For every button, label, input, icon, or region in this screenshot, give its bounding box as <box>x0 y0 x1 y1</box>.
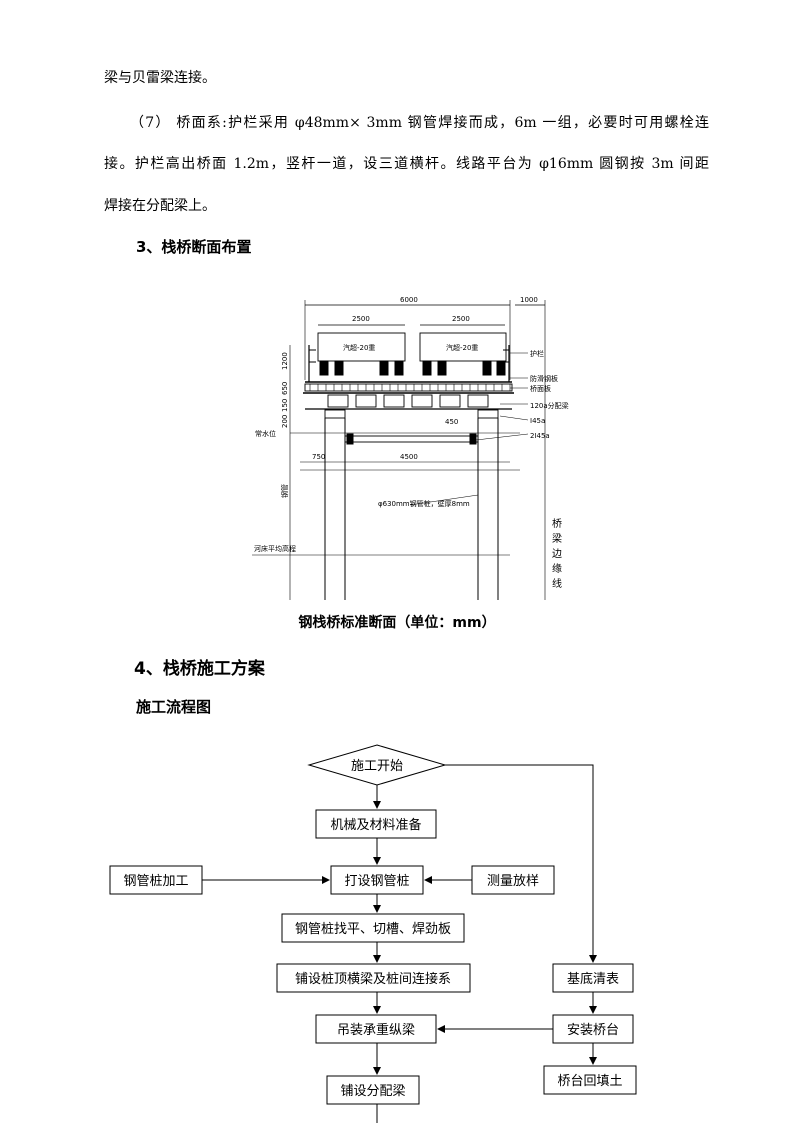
flow-survey-label: 测量放样 <box>487 874 539 889</box>
beam-245-label: 2I45a <box>530 432 550 440</box>
section-4-heading: 4、栈桥施工方案 <box>134 659 265 679</box>
dim-lane-right: 2500 <box>452 315 470 323</box>
flow-dist-beam-box <box>326 1075 420 1105</box>
flow-prepare-box <box>315 809 437 839</box>
dim-bottom-left: 750 <box>312 453 325 461</box>
flow-abutment-label: 安装桥台 <box>567 1023 619 1038</box>
flow-prepare-label: 机械及材料准备 <box>330 817 421 833</box>
body-line-1: 梁与贝雷梁连接。 <box>104 70 216 86</box>
flow-pile-processing-label: 钢管桩加工 <box>123 874 188 889</box>
dim-lane-left: 2500 <box>352 315 370 323</box>
body-line-2: （7） 桥面系:护栏采用 φ48mm× 3mm 钢管焊接而成，6m 一组，必要时… <box>130 115 709 131</box>
edge-line-label: 桥梁边缘线 <box>552 518 562 590</box>
flow-dist-beam-label: 铺设分配梁 <box>340 1084 405 1099</box>
dim-left-650: 650 <box>281 382 289 395</box>
dist-beam-label: 120a分配梁 <box>530 401 569 410</box>
edge-line-label-text: 桥梁边缘线 <box>552 518 562 590</box>
flow-backfill-box <box>543 1065 637 1095</box>
water-level-label: 常水位 <box>255 429 276 438</box>
left-vertical-label: 钢管 <box>280 484 289 498</box>
flow-pile-leveling-box <box>281 913 465 943</box>
dim-top-right: 1000 <box>520 296 538 304</box>
deck-plate-label: 桥面板 <box>530 384 551 393</box>
figure-caption: 钢栈桥标准断面（单位：mm） <box>298 615 496 631</box>
flow-backfill-label: 桥台回填土 <box>557 1074 622 1089</box>
flow-start-label: 施工开始 <box>351 759 403 774</box>
flow-cross-beam-box <box>276 963 471 993</box>
dim-bottom-mid: 4500 <box>400 453 418 461</box>
body-line-3: 接。护栏高出桥面 1.2m，竖杆一道，设三道横杆。线路平台为 φ16mm 圆钢按… <box>104 156 709 172</box>
flowchart-title: 施工流程图 <box>136 698 212 716</box>
flow-lift-beam-label: 吊装承重纵梁 <box>337 1022 415 1038</box>
flow-cross-beam-label: 铺设桩顶横梁及桩间连接系 <box>295 971 451 987</box>
flow-drive-pile-label: 打设钢管桩 <box>344 874 409 889</box>
anti-slip-label: 防滑钢板 <box>530 374 558 383</box>
riverbed-label: 河床平均高程 <box>254 544 296 553</box>
guardrail-label: 护栏 <box>530 349 544 358</box>
truck-left-label: 汽超-20重 <box>343 343 375 352</box>
truck-right-label: 汽超-20重 <box>446 343 478 352</box>
section-3-heading: 3、栈桥断面布置 <box>136 238 252 256</box>
beam-145-label: I45a <box>530 417 545 425</box>
body-line-4: 焊接在分配梁上。 <box>104 198 216 214</box>
dim-mid-450: 450 <box>445 418 458 426</box>
dim-top-total: 6000 <box>400 296 418 304</box>
flow-pile-leveling-label: 钢管桩找平、切槽、焊劲板 <box>295 921 451 937</box>
dim-left-200: 200 <box>281 415 289 428</box>
flow-lift-beam-box <box>315 1014 437 1044</box>
pile-note-label: φ630mm钢管桩，壁厚8mm <box>378 499 470 508</box>
dim-left-150: 150 <box>281 399 289 412</box>
dim-left-1200: 1200 <box>281 352 289 370</box>
flow-base-clean-label: 基底清表 <box>567 971 619 987</box>
